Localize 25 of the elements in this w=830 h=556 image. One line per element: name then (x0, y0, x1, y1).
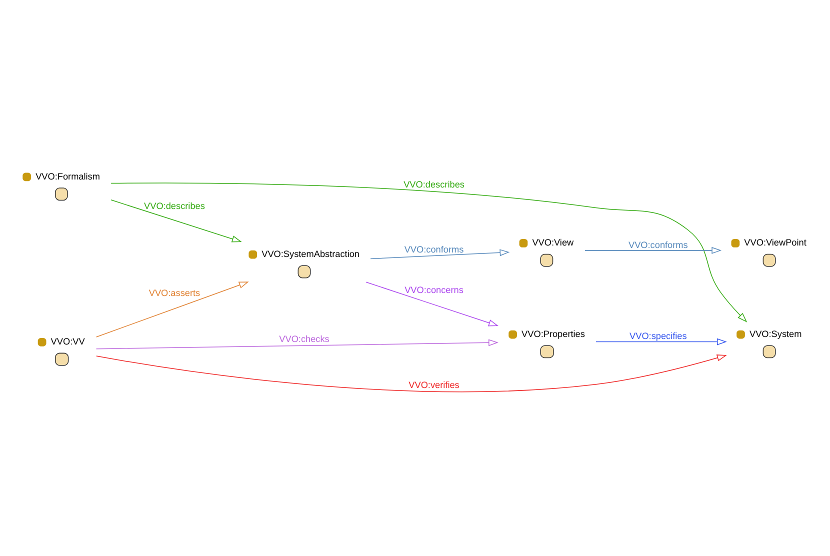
node-label: VVO:Formalism (36, 171, 100, 182)
node-label: VVO:SystemAbstraction (262, 248, 360, 259)
node-label: VVO:Properties (522, 328, 585, 339)
edge-label: VVO:describes (404, 180, 464, 190)
edge-label: VVO:asserts (148, 288, 200, 298)
arrow (96, 339, 498, 350)
edge-label: VVO:verifies (408, 380, 460, 390)
arrow (596, 338, 727, 346)
node-label: VVO:ViewPoint (744, 238, 806, 248)
edge-label: VVO:conforms (404, 244, 464, 254)
arrow (110, 200, 242, 242)
arrow (110, 182, 748, 322)
node-label: VVO:VV (50, 336, 85, 347)
edge-label: VVO:conforms (628, 240, 688, 250)
arrow (370, 249, 510, 260)
edge-label: VVO:describes (144, 201, 205, 212)
node-label: VVO:View (532, 238, 574, 248)
arrow (366, 282, 498, 326)
edge-label: VVO:checks (279, 334, 330, 344)
edge-label: VVO:specifies (630, 331, 687, 342)
edge-label: VVO:concerns (404, 284, 464, 295)
node-label: VVO:System (750, 328, 802, 339)
arrow (96, 282, 249, 338)
arrow (584, 246, 722, 254)
arrow (96, 354, 727, 392)
